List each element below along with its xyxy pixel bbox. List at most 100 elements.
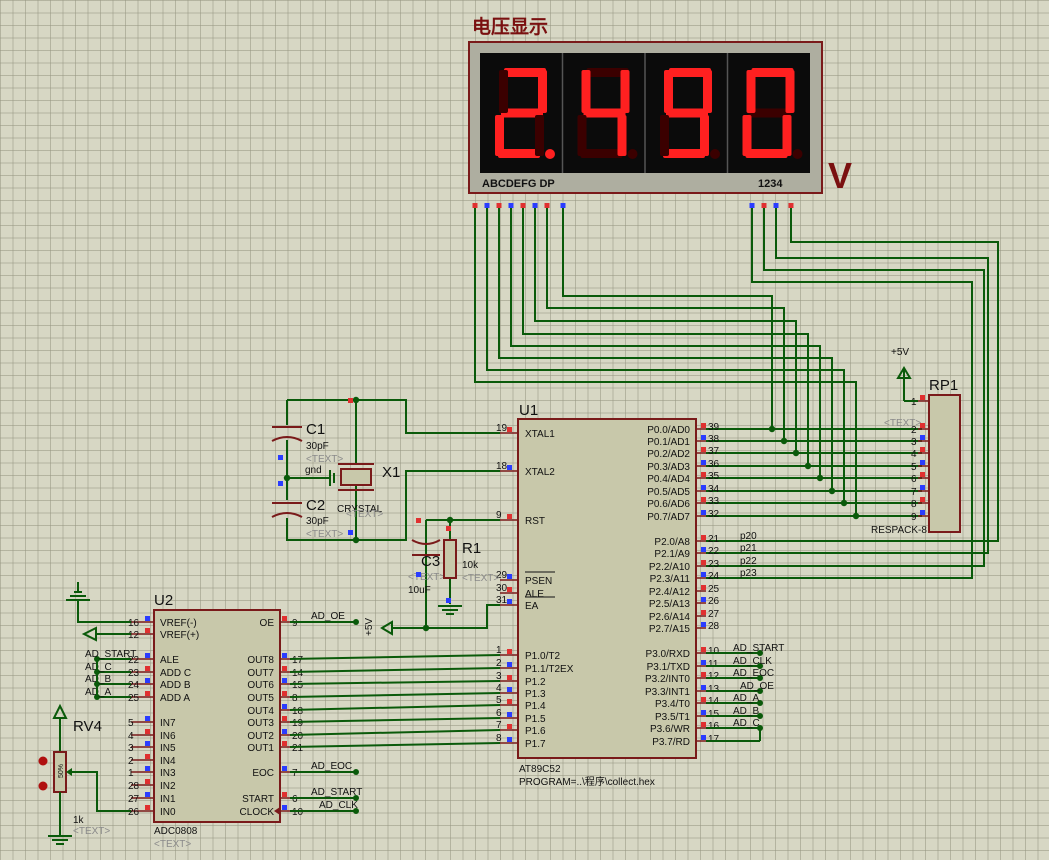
u1-pin-label: EA (525, 601, 539, 612)
u1-pin-marker (507, 465, 512, 470)
rp1-pin-marker (920, 395, 925, 400)
digit-3-segment-b (703, 70, 712, 113)
u1-ref: U1 (519, 402, 538, 419)
net-AD_A: AD_A (733, 693, 759, 704)
display-digit-pin (773, 203, 779, 208)
display-segment-pin (520, 203, 526, 208)
c2-capacitor[interactable]: C2 30pF <TEXT> (271, 497, 343, 540)
u2-pin-26: 26 (128, 807, 140, 818)
u2-pin-marker (145, 616, 150, 621)
u1-pin-marker (701, 485, 706, 490)
u1-pin-2: 2 (496, 658, 502, 669)
u2-pin-8: 8 (292, 693, 298, 704)
net-AD_EOC: AD_EOC (733, 668, 774, 679)
r1-ref: R1 (462, 540, 481, 557)
u1-pin-label: P0.5/AD5 (647, 487, 690, 498)
rp1-pin-marker (920, 472, 925, 477)
net-AD_B: AD_B (733, 706, 759, 717)
net-AD_START: AD_START (311, 787, 362, 798)
digit-4-segment-e (742, 115, 752, 156)
display-segment-pin (508, 203, 514, 208)
u2-pin-label: OUT7 (247, 668, 274, 679)
u1-microcontroller[interactable]: U1 AT89C52 PROGRAM=..\程序\collect.hex 19X… (496, 402, 720, 788)
display-wires (474, 208, 999, 579)
c1-capacitor[interactable]: C1 30pF <TEXT> (271, 421, 343, 465)
digit-1-segment-b (538, 70, 547, 113)
u1-pin-marker (701, 710, 706, 715)
u2-pin-marker (282, 716, 287, 721)
u1-pin-label: P2.7/A15 (649, 624, 691, 635)
u1-pin-label: P0.6/AD6 (647, 499, 690, 510)
u1-pin-marker (701, 672, 706, 677)
seven-segment-display[interactable]: 电压显示 ABCDEFG DP 1234 V (468, 15, 852, 208)
vcc-mid-label: +5V (364, 618, 375, 636)
u1-pin-marker (701, 610, 706, 615)
u1-pin-label: P0.3/AD3 (647, 462, 690, 473)
rv4-vcc-arrow-icon (52, 703, 68, 719)
u1-pin-label: P2.0/A8 (654, 537, 690, 548)
u1-pin-marker (701, 423, 706, 428)
u1-pin-marker (507, 675, 512, 680)
u1-pin-label: P3.7/RD (652, 737, 690, 748)
digit-2-segment-g (583, 108, 626, 118)
u2-pin-marker (145, 741, 150, 746)
u2-pin-24: 24 (128, 680, 140, 691)
digit-3-segment-g (666, 108, 708, 118)
u1-pin-marker (507, 514, 512, 519)
u2-pin-label: IN7 (160, 718, 176, 729)
rv4-potentiometer[interactable]: 50% RV4 1k <TEXT> (38, 703, 132, 845)
u1-pin-5: 5 (496, 695, 502, 706)
vcc-arrow-icon (896, 366, 912, 379)
u1-pin-label: P1.3 (525, 689, 546, 700)
u1-pin-label: P3.1/TXD (647, 662, 690, 673)
net-AD_A: AD_A (85, 687, 111, 698)
digit-4-segment-c (782, 115, 792, 156)
r1-resistor[interactable]: R1 10k <TEXT> (443, 539, 499, 584)
u2-pin-27: 27 (128, 794, 140, 805)
u2-pin-marker (145, 754, 150, 759)
osc-ground: gnd (305, 465, 335, 486)
u1-pin-18: 18 (496, 461, 508, 472)
u1-pin-marker (701, 435, 706, 440)
u1-pin-label: P2.4/A12 (649, 587, 691, 598)
u1-pin-marker (507, 574, 512, 579)
u1-pin-35: 35 (708, 471, 720, 482)
c3-capacitor[interactable]: C3 10uF <TEXT> (408, 539, 445, 596)
u1-pin-label: P1.7 (525, 739, 546, 750)
x1-crystal[interactable]: X1 CRYSTAL <TEXT> (337, 463, 400, 520)
digit-1-segment-a (504, 68, 546, 77)
u2-pin-label: IN1 (160, 794, 176, 805)
display-digit-pin (749, 203, 755, 208)
rp1-pin-4: 4 (911, 449, 917, 460)
u2-pin-label: OE (260, 618, 275, 629)
u1-pin-12: 12 (708, 671, 720, 682)
u2-pin-28: 28 (128, 781, 140, 792)
u2-pin-17: 17 (292, 655, 304, 666)
c3-ref: C3 (421, 553, 440, 570)
u2-pin-label: ADD A (160, 693, 190, 704)
u1-pin-marker (507, 699, 512, 704)
rp1-pin-marker (920, 510, 925, 515)
rp1-pin-marker (920, 497, 925, 502)
c2-text: <TEXT> (306, 529, 343, 540)
rp1-pin-1: 1 (911, 397, 917, 408)
u2-text: <TEXT> (154, 839, 191, 850)
net-p23: p23 (740, 568, 757, 579)
reset-circuit[interactable]: C3 10uF <TEXT> R1 10k <TEXT> +5V (364, 516, 500, 636)
u1-pin-marker (701, 597, 706, 602)
rp1-pin-marker (920, 447, 925, 452)
digit-4-segment-b (785, 70, 795, 113)
u2-pin-marker (145, 691, 150, 696)
u2-pin-label: IN0 (160, 807, 176, 818)
net-AD_OE: AD_OE (740, 681, 774, 692)
u2-ref: U2 (154, 592, 173, 609)
net-AD_CLK: AD_CLK (733, 656, 772, 667)
u1-pin-marker (701, 472, 706, 477)
oscillator-circuit[interactable]: C1 30pF <TEXT> C2 30pF <TEXT> X1 CRYSTAL… (271, 396, 500, 544)
u1-pin-28: 28 (708, 621, 720, 632)
u1-pin-label: XTAL1 (525, 429, 555, 440)
